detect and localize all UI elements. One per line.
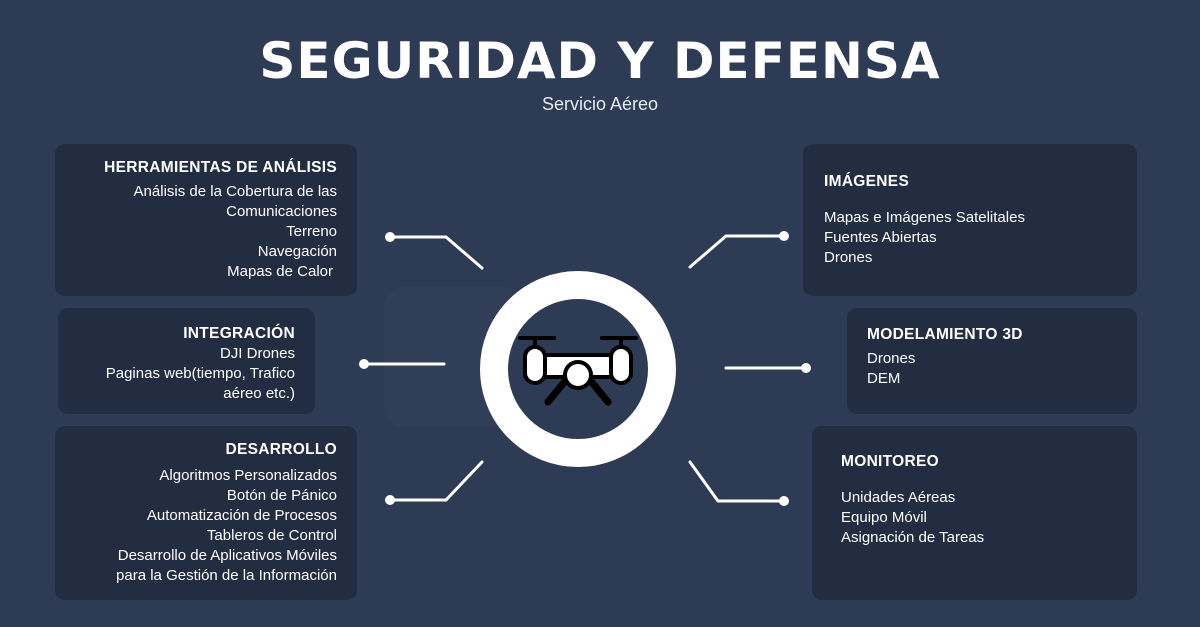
list-item: Unidades Aéreas	[841, 489, 956, 506]
card-herramientas: HERRAMIENTAS DE ANÁLISIS Análisis de la …	[55, 144, 357, 296]
list-item: Equipo Móvil	[841, 509, 927, 526]
list-item: Mapas de Calor	[227, 263, 333, 280]
card-integracion: INTEGRACIÓN DJI Drones Paginas web(tiemp…	[58, 308, 315, 414]
list-item: Drones	[824, 249, 873, 266]
connector-imagenes	[688, 234, 786, 269]
list-item: Desarrollo de Aplicativos Móviles	[117, 547, 337, 564]
list-item: Mapas e Imágenes Satelitales	[824, 209, 1025, 226]
list-item: DJI Drones	[219, 345, 295, 362]
list-item: Análisis de la Cobertura de las	[133, 183, 337, 200]
card-title: INTEGRACIÓN	[183, 325, 295, 342]
card-title: IMÁGENES	[824, 173, 910, 190]
card-title: DESARROLLO	[225, 441, 337, 458]
list-item: Automatización de Procesos	[146, 507, 337, 524]
connector-desarrollo	[388, 460, 484, 502]
list-item: aéreo etc.)	[223, 385, 295, 402]
card-title: MODELAMIENTO 3D	[867, 326, 1023, 343]
list-item: Asignación de Tareas	[841, 529, 985, 546]
card-title: MONITOREO	[841, 453, 940, 470]
card-imagenes: IMÁGENES Mapas e Imágenes Satelitales Fu…	[803, 144, 1137, 296]
list-item: Tableros de Control	[206, 527, 337, 544]
page-title: SEGURIDAD Y DEFENSA	[259, 32, 941, 90]
card-monitoreo: MONITOREO Unidades Aéreas Equipo Móvil A…	[812, 426, 1137, 600]
list-item: Comunicaciones	[226, 203, 337, 220]
connector-herramientas	[388, 235, 484, 270]
list-item: Botón de Pánico	[226, 487, 337, 504]
card-desarrollo: DESARROLLO Algoritmos Personalizados Bot…	[55, 426, 357, 600]
list-item: Drones	[867, 350, 916, 367]
page-subtitle: Servicio Aéreo	[541, 94, 659, 114]
drone-icon	[518, 336, 638, 406]
list-item: DEM	[867, 370, 901, 387]
connector-monitoreo	[688, 460, 786, 503]
list-item: Terreno	[286, 223, 337, 240]
list-item: Algoritmos Personalizados	[159, 467, 337, 484]
card-modelamiento: MODELAMIENTO 3D Drones DEM	[847, 308, 1137, 414]
list-item: Paginas web(tiempo, Trafico	[105, 365, 295, 382]
list-item: Navegación	[257, 243, 337, 260]
list-item: para la Gestión de la Información	[116, 567, 337, 584]
card-title: HERRAMIENTAS DE ANÁLISIS	[104, 159, 337, 176]
list-item: Fuentes Abiertas	[824, 229, 937, 246]
